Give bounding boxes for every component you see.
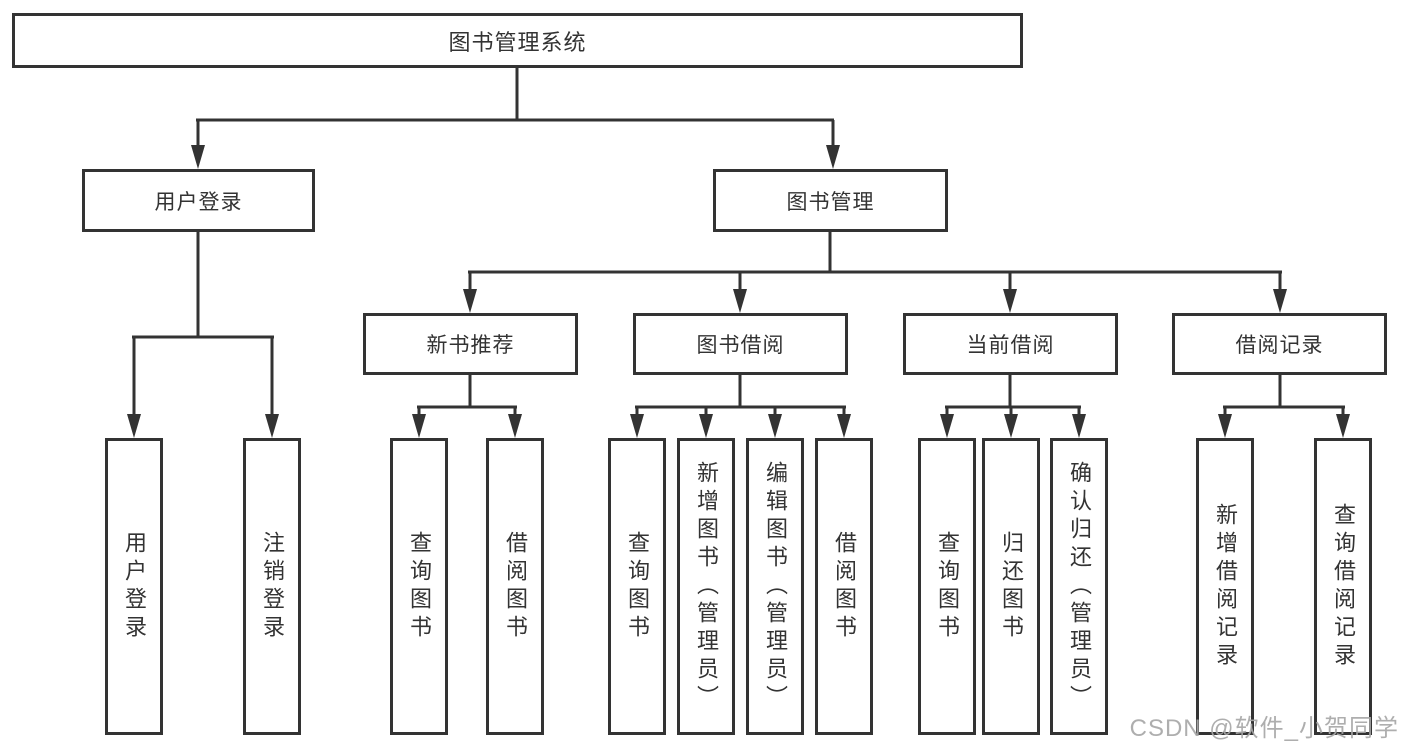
node-book-management: 图书管理 [713,169,948,232]
node-borrowing-records: 借阅记录 [1172,313,1387,375]
leaf-confirm-return-admin: 确认归还（管理员） [1050,438,1108,735]
leaf-user-login: 用户登录 [105,438,163,735]
leaf-logout: 注销登录 [243,438,301,735]
leaf-borrow-books: 借阅图书 [815,438,873,735]
leaf-borrow-books-recommend: 借阅图书 [486,438,544,735]
leaf-query-books-current: 查询图书 [918,438,976,735]
leaf-add-books-admin: 新增图书（管理员） [677,438,735,735]
node-current-borrowing: 当前借阅 [903,313,1118,375]
leaf-query-borrow-record: 查询借阅记录 [1314,438,1372,735]
node-user-login: 用户登录 [82,169,315,232]
leaf-query-books-borrow: 查询图书 [608,438,666,735]
node-root-system: 图书管理系统 [12,13,1023,68]
leaf-add-borrow-record: 新增借阅记录 [1196,438,1254,735]
leaf-return-books: 归还图书 [982,438,1040,735]
node-book-borrowing: 图书借阅 [633,313,848,375]
leaf-edit-books-admin: 编辑图书（管理员） [746,438,804,735]
leaf-query-books-recommend: 查询图书 [390,438,448,735]
node-new-book-recommend: 新书推荐 [363,313,578,375]
